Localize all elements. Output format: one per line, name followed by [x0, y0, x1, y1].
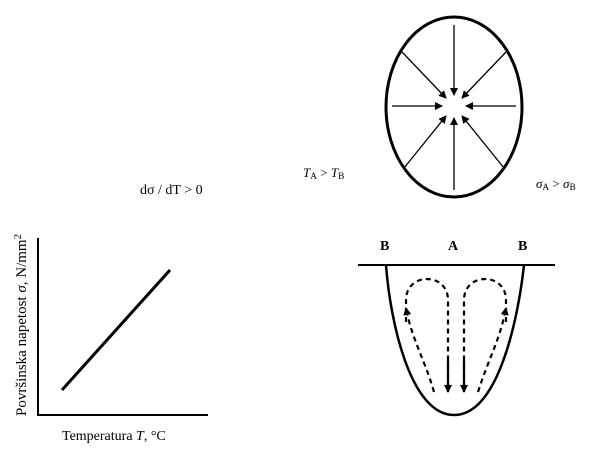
temp-right-sub: B [338, 171, 345, 182]
y-axis-label-exponent: 2 [12, 234, 24, 240]
condition-label: dσ / dT > 0 [140, 184, 203, 198]
temp-left-sub: A [310, 171, 317, 182]
label-b-right: B [518, 239, 528, 254]
y-axis-label-var: σ [13, 285, 30, 293]
condition-text: dσ / dT > 0 [140, 183, 203, 198]
y-axis-label-text: Površinska napetost [13, 292, 30, 416]
tension-left-sub: A [542, 182, 550, 193]
label-a: A [448, 239, 459, 254]
arrow-northeast [461, 51, 507, 99]
temperature-relation: TA > TB [303, 166, 344, 182]
tension-left: σ [536, 176, 543, 191]
pool-surface-ellipse [384, 15, 524, 199]
left-convection-return [403, 307, 436, 393]
x-axis-label-var: T [136, 429, 144, 444]
right-convection-return [476, 307, 509, 393]
pool-bottom-curve [384, 264, 526, 417]
arrow-southwest [403, 115, 447, 169]
cross-section-view [358, 264, 555, 417]
tension-temperature-graph [37, 238, 208, 416]
arrow-southeast [461, 115, 505, 169]
x-axis-label-unit: , °C [143, 429, 166, 444]
temp-operator: > [316, 165, 331, 180]
tension-right: σ [563, 176, 570, 191]
x-axis-label-text: Temperatura [62, 429, 137, 444]
y-axis-label-unit: , N/mm [13, 239, 30, 286]
right-convection-loop [462, 277, 508, 392]
surface-view [384, 15, 524, 199]
graph-axes [37, 238, 208, 416]
x-axis-label: Temperatura T, °C [62, 430, 166, 444]
temp-left: T [303, 165, 311, 180]
tension-operator: > [549, 176, 564, 191]
tension-relation: σA > σB [536, 177, 576, 193]
arrow-northwest [401, 51, 447, 99]
temp-right: T [330, 165, 339, 180]
left-convection-loop [404, 277, 450, 392]
y-axis-label: Površinska napetost σ, N/mm2 [12, 234, 30, 416]
graph-line [60, 268, 172, 392]
tension-right-sub: B [569, 182, 576, 193]
inward-arrows [392, 25, 516, 190]
label-b-left: B [380, 239, 390, 254]
